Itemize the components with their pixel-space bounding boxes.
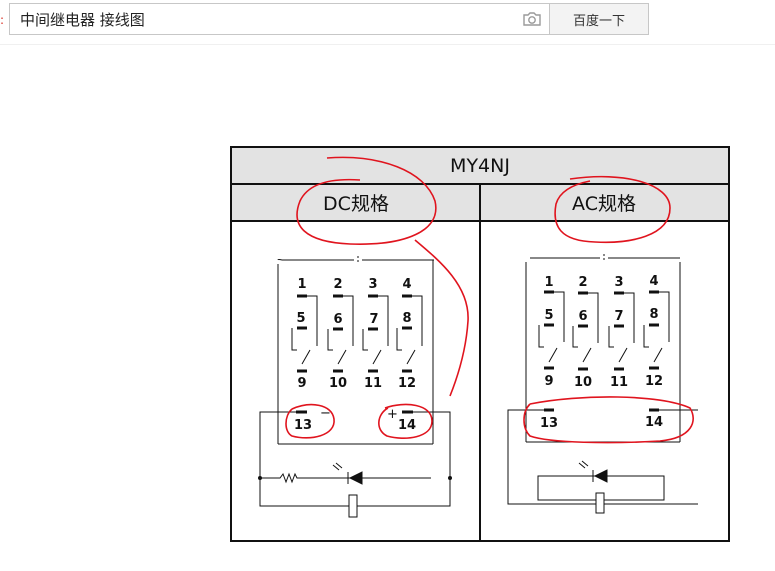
ac-pin-6: 6: [578, 309, 587, 324]
ac-pin-2: 2: [578, 275, 587, 290]
dc-plus-sign: +: [387, 407, 398, 422]
ac-pin-1: 1: [544, 275, 553, 290]
dc-pin-8: 8: [402, 311, 411, 326]
annotation-link-line: [414, 239, 469, 397]
dc-pin-3: 3: [368, 277, 377, 292]
ac-pin-5: 5: [544, 308, 553, 323]
ac-pin-13: 13: [540, 416, 558, 431]
search-button[interactable]: 百度一下: [549, 3, 649, 35]
dc-heading-circle: [296, 156, 437, 245]
ac-pin-8: 8: [649, 307, 658, 322]
dc-pin-14-circle: [378, 403, 433, 439]
dc-pin-9: 9: [297, 376, 306, 391]
ac-heading: AC规格: [572, 193, 636, 215]
title-row-bg: [232, 148, 728, 184]
dc-pin-13-circle: [285, 403, 335, 439]
search-bar: 百度一下: [9, 3, 649, 37]
diagram-title: MY4NJ: [450, 155, 510, 177]
search-input[interactable]: [9, 3, 549, 35]
ac-pin-3: 3: [614, 275, 623, 290]
ac-coil-pins-circle: [523, 396, 694, 444]
ac-relay-schematic: 1 2 3 4 5 6 7 8 9 10 11 12 13 14: [507, 254, 698, 514]
ac-heading-circle: [554, 175, 671, 244]
ac-pin-11: 11: [610, 375, 628, 390]
ac-pin-10: 10: [574, 375, 592, 390]
dc-pin-11: 11: [364, 376, 382, 391]
dc-pin-7: 7: [369, 312, 378, 327]
dc-pin-10: 10: [329, 376, 347, 391]
ac-pin-7: 7: [614, 309, 623, 324]
dc-pin-14: 14: [398, 418, 416, 433]
camera-icon[interactable]: [521, 9, 543, 29]
ac-pin-9: 9: [544, 374, 553, 389]
dc-relay-schematic: 1 2 3 4 5 6 7 8 9 10 11 12 13 14 − +: [258, 256, 452, 518]
header-divider: [0, 44, 775, 45]
dc-pin-2: 2: [333, 277, 342, 292]
dc-pin-6: 6: [333, 312, 342, 327]
dc-heading: DC规格: [323, 193, 389, 215]
red-annotations: [285, 156, 694, 444]
dc-pin-12: 12: [398, 376, 416, 391]
dc-pin-1: 1: [297, 277, 306, 292]
left-edge-mark: :: [0, 13, 5, 27]
ac-pin-4: 4: [649, 274, 658, 289]
dc-pin-5: 5: [296, 311, 305, 326]
dc-pin-13: 13: [294, 418, 312, 433]
dc-pin-4: 4: [402, 277, 411, 292]
ac-pin-12: 12: [645, 374, 663, 389]
ac-pin-14: 14: [645, 415, 663, 430]
dc-minus-sign: −: [320, 406, 331, 421]
wiring-diagram: MY4NJ DC规格 AC规格 1 2 3 4 5 6 7 8 9 10 11 …: [230, 146, 730, 542]
